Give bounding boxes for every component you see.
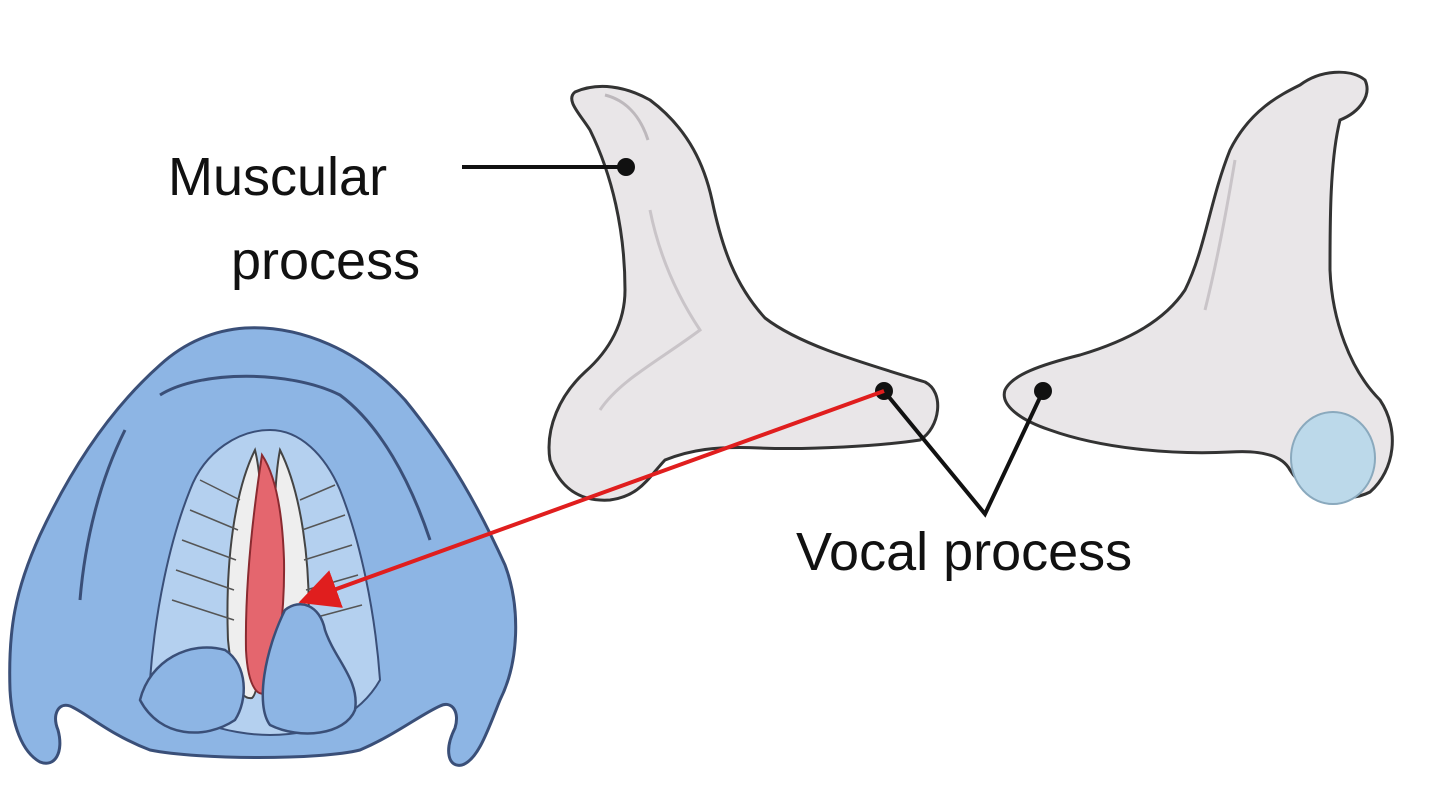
right-arytenoid-cartilage (1002, 70, 1394, 505)
larynx-superior-view (8, 326, 518, 767)
muscular-process-label-line2: process (231, 231, 421, 291)
vocal-dot-right-icon (1034, 382, 1052, 400)
muscular-process-label-line1: Muscular (168, 147, 388, 207)
muscular-dot-icon (617, 158, 635, 176)
vocal-process-label: Vocal process (796, 522, 1133, 582)
left-arytenoid-cartilage (547, 84, 940, 502)
articular-facet (1290, 411, 1376, 505)
red-arrow (298, 389, 885, 608)
muscular-process-pointer (462, 158, 635, 176)
